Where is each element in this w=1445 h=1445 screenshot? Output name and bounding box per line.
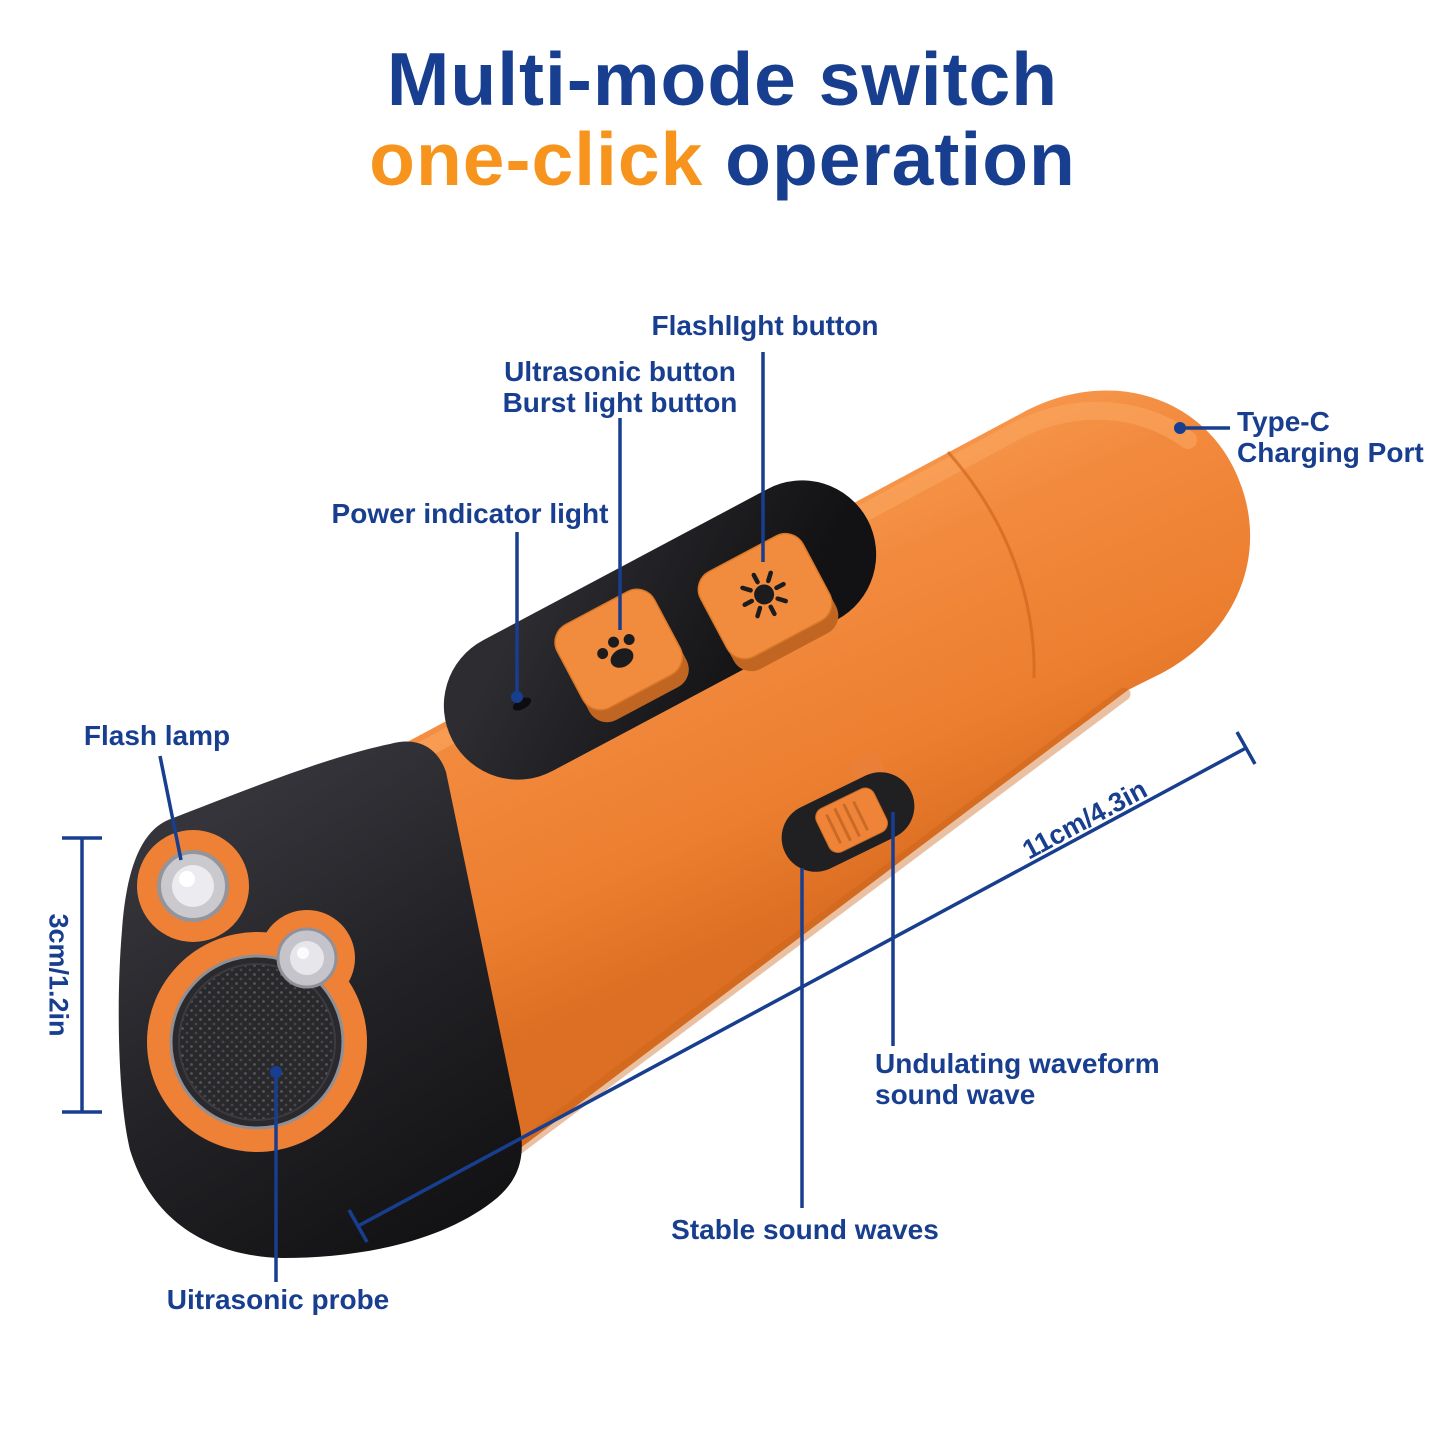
leader-dots — [270, 422, 1186, 1078]
power-indicator-dot — [512, 697, 532, 711]
label-undulating-waveform: Undulating waveform sound wave — [875, 1048, 1160, 1110]
body-bottom-shade — [479, 687, 1131, 1179]
label-ultrasonic-button-line1: Ultrasonic button — [504, 356, 736, 387]
paw-icon — [597, 633, 635, 668]
body-top-highlight — [373, 401, 1197, 781]
length-dimension-left-tick — [347, 1209, 369, 1243]
title-accent-text: one-click — [369, 116, 704, 201]
label-ultrasonic-button-line2: Burst light button — [502, 387, 738, 418]
title-rest-text: operation — [725, 116, 1076, 201]
power-indicator-target-dot — [511, 691, 523, 703]
title-line-2: one-click operation — [0, 116, 1445, 201]
label-ultrasonic-button: Ultrasonic button Burst light button — [503, 356, 738, 418]
label-power-indicator: Power indicator light — [331, 498, 609, 529]
label-ultrasonic-probe: Uitrasonic probe — [166, 1284, 390, 1315]
side-switch — [781, 752, 915, 872]
page-title: Multi-mode switch one-click operation — [0, 37, 1445, 201]
title-line-1: Multi-mode switch — [386, 37, 1059, 121]
label-undulating-line2: sound wave — [875, 1079, 1036, 1110]
label-height-dimension: 3cm/1.2in — [43, 913, 74, 1037]
length-dimension-right-tick — [1235, 731, 1257, 765]
label-type-c-line1: Type-C — [1237, 406, 1330, 437]
flash-lamp-led-1 — [157, 850, 229, 922]
label-undulating-line1: Undulating waveform — [875, 1048, 1160, 1079]
flashlight-button — [697, 532, 839, 672]
leader-line-flash-lamp — [158, 755, 183, 861]
label-stable-sound-waves: Stable sound waves — [671, 1214, 939, 1245]
ultrasonic-mesh — [178, 963, 336, 1121]
label-type-c-line2: Charging Port — [1237, 437, 1424, 468]
leader-lines — [158, 352, 1230, 1282]
flash-lamp-led-2 — [276, 927, 338, 989]
type-c-port-dot — [1174, 422, 1186, 434]
body-seam — [946, 451, 1036, 679]
label-flashlight-button: FlashlIght button — [651, 310, 879, 341]
light-rays-icon — [740, 570, 789, 619]
ultrasonic-button — [554, 588, 689, 723]
label-flash-lamp: Flash lamp — [83, 720, 231, 751]
label-type-c-port: Type-C Charging Port — [1237, 406, 1424, 468]
device-front-cap — [118, 741, 522, 1258]
device-body — [366, 390, 1251, 1187]
dimension-lines — [62, 731, 1257, 1243]
length-dimension-line — [357, 746, 1247, 1228]
ultrasonic-probe-target-dot — [270, 1066, 282, 1078]
